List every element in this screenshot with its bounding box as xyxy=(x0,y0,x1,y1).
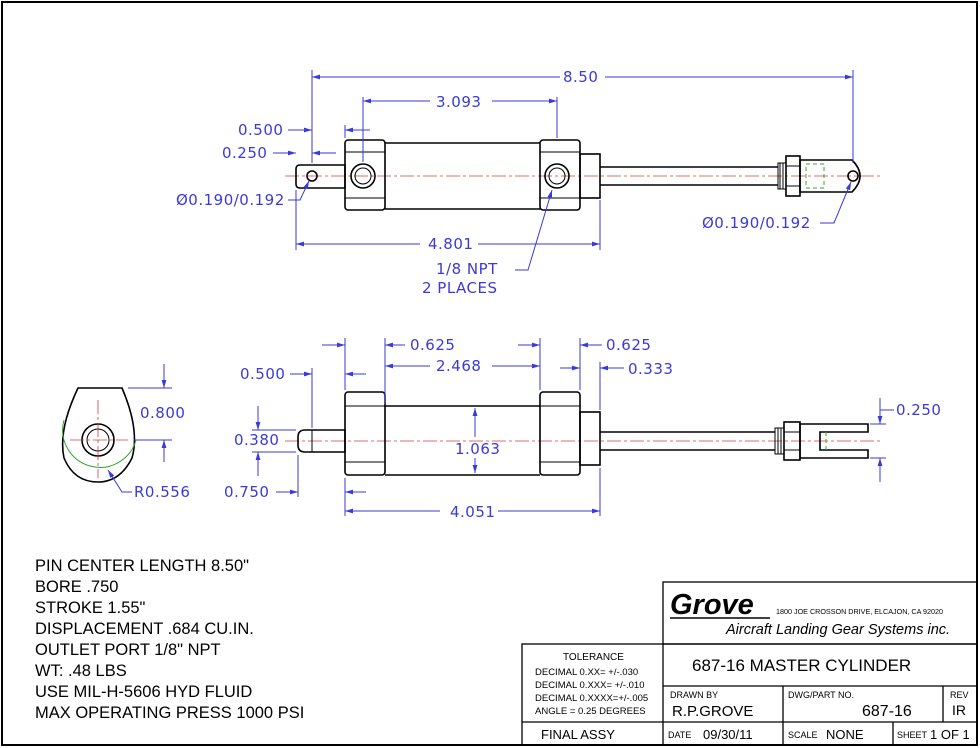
dim-right-pin-diameter: Ø0.190/0.192 xyxy=(702,214,811,232)
company-logo: Grove xyxy=(670,589,754,621)
note-line: USE MIL-H-5606 HYD FLUID xyxy=(35,683,252,701)
dim-left-cap-width: 0.625 xyxy=(410,336,455,354)
dim-eye-radius: R0.556 xyxy=(134,483,190,501)
dim-right-cap-width: 0.625 xyxy=(606,336,651,354)
port-note-line1: 1/8 NPT xyxy=(436,260,498,278)
date-value: 09/30/11 xyxy=(703,727,753,742)
rev-value: IR xyxy=(952,702,966,718)
dim-left-pin-diameter: Ø0.190/0.192 xyxy=(176,191,285,209)
sheet-label: SHEET xyxy=(897,730,928,740)
dwg-no-label: DWG/PART NO. xyxy=(788,690,854,700)
dim-side-eye-length: 0.500 xyxy=(240,365,285,383)
dim-right-offset: 0.333 xyxy=(628,360,673,378)
title-block: Grove 1800 JOE CROSSON DRIVE, ELCAJON, C… xyxy=(521,581,978,746)
dim-bore-diameter: 1.063 xyxy=(455,440,500,458)
dim-body-length: 4.801 xyxy=(428,235,473,253)
note-line: WT: .48 LBS xyxy=(35,662,127,680)
dim-body-overall: 4.051 xyxy=(450,503,495,521)
dim-stem-height: 0.380 xyxy=(234,431,279,449)
dim-between-caps: 2.468 xyxy=(436,357,481,375)
company-address: 1800 JOE CROSSON DRIVE, ELCAJON, CA 9202… xyxy=(776,607,943,616)
dim-port-spacing: 3.093 xyxy=(436,93,481,111)
port-note-line2: 2 PLACES xyxy=(422,279,498,297)
note-line: STROKE 1.55" xyxy=(35,599,146,617)
sheet-value: 1 OF 1 xyxy=(930,727,970,742)
drawn-by-label: DRAWN BY xyxy=(670,690,718,700)
scale-value: NONE xyxy=(826,727,864,742)
dim-clevis-slot: 0.250 xyxy=(896,401,941,419)
general-notes: PIN CENTER LENGTH 8.50" BORE .750 STROKE… xyxy=(35,557,304,722)
dim-left-eye-length: 0.500 xyxy=(238,121,283,139)
note-line: MAX OPERATING PRESS 1000 PSI xyxy=(35,704,304,722)
tolerance-line: DECIMAL 0.XXXX=+/-.005 xyxy=(535,693,648,704)
dim-eye-height: 0.800 xyxy=(140,404,185,422)
tolerance-line: ANGLE = 0.25 DEGREES xyxy=(535,706,646,717)
dim-left-eye-center: 0.250 xyxy=(222,144,267,162)
final-assy: FINAL ASSY xyxy=(541,727,615,742)
dim-overall-length: 8.50 xyxy=(563,68,598,86)
date-label: DATE xyxy=(668,730,691,740)
note-line: DISPLACEMENT .684 CU.IN. xyxy=(35,620,254,638)
note-line: OUTLET PORT 1/8" NPT xyxy=(35,641,221,659)
note-line: PIN CENTER LENGTH 8.50" xyxy=(35,557,249,575)
drawing-title: 687-16 MASTER CYLINDER xyxy=(692,656,911,675)
tolerance-line: DECIMAL 0.XX= +/-.030 xyxy=(535,667,638,678)
scale-label: SCALE xyxy=(788,730,818,740)
side-view: 0.625 0.625 2.468 0.333 0.500 0.380 1.06… xyxy=(224,336,941,521)
rev-label: REV xyxy=(950,690,969,700)
tolerance-title: TOLERANCE xyxy=(563,652,624,663)
drawn-by: R.P.GROVE xyxy=(672,703,753,720)
tolerance-line: DECIMAL 0.XXX= +/-.010 xyxy=(535,680,644,691)
company-tagline: Aircraft Landing Gear Systems inc. xyxy=(725,622,950,638)
dwg-no: 687-16 xyxy=(862,703,912,720)
note-line: BORE .750 xyxy=(35,578,118,596)
dim-left-stub: 0.750 xyxy=(224,483,269,501)
top-view: 8.50 3.093 0.500 0.250 Ø0.190/0.192 Ø0.1… xyxy=(176,68,880,297)
end-view: 0.800 R0.556 xyxy=(61,364,190,501)
